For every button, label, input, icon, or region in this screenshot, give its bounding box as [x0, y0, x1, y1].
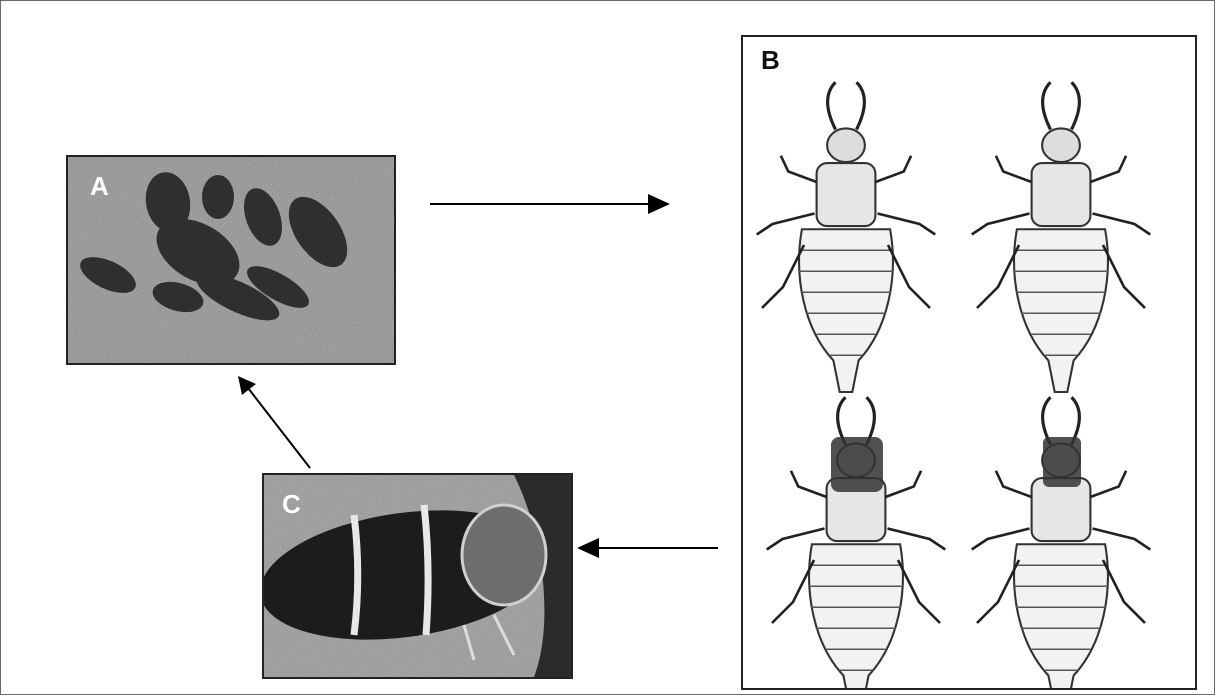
- arrow-c-to-a: [238, 376, 310, 468]
- arrow-b-to-c: [577, 538, 718, 558]
- arrow-a-to-b: [430, 194, 670, 214]
